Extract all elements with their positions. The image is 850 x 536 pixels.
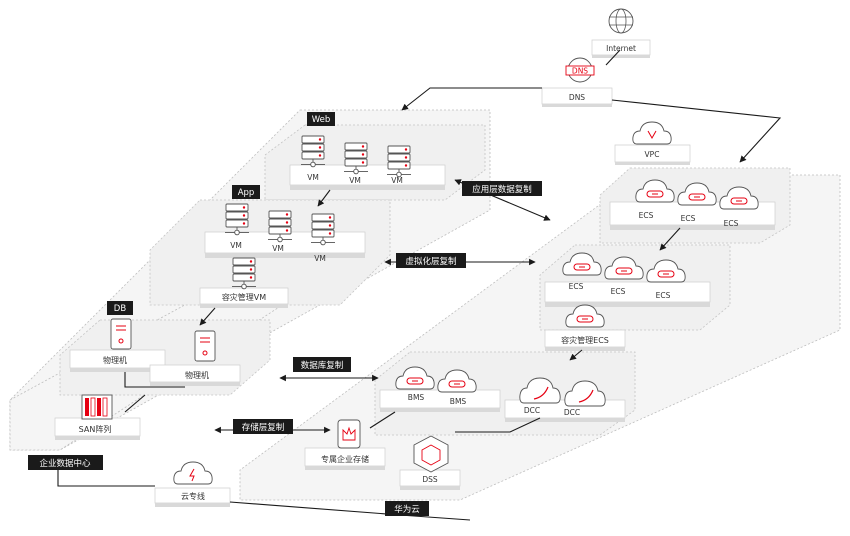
- cube-icon: [413, 435, 449, 473]
- vm-label: VM: [391, 176, 403, 185]
- dns-icon: DNS: [565, 57, 595, 83]
- ecs-label: ECS: [724, 219, 739, 228]
- physical-san-link: [124, 394, 146, 413]
- drvm-db-link: [199, 307, 216, 326]
- virtualization-replication-label: 虚拟化层复制: [405, 256, 456, 267]
- huawei-cloud-bg: [385, 501, 429, 516]
- huawei-cloud-label: 华为云: [394, 504, 420, 515]
- dns-label: DNS: [569, 93, 585, 102]
- document-server-icon: [194, 330, 216, 362]
- virtualization-replication-bg: [396, 253, 466, 268]
- vm-label: VM: [272, 244, 284, 253]
- app-tag: App: [238, 188, 255, 198]
- app-tag-bg: [232, 185, 260, 199]
- dedicated-storage-label: 专属企业存储: [321, 454, 369, 464]
- ecs-label: ECS: [656, 291, 671, 300]
- db-replication-bg: [293, 357, 351, 372]
- dns-web-link: [401, 87, 542, 111]
- internet-label: Internet: [606, 44, 636, 53]
- vpc-icon: [632, 121, 672, 145]
- drecs-bms-link: [569, 349, 583, 361]
- dc-cloudline-link: [57, 470, 155, 487]
- web-tag: Web: [312, 115, 331, 125]
- physical-link: [124, 372, 185, 388]
- cloud-line-label: 云专线: [181, 491, 205, 501]
- ecs-label: ECS: [639, 211, 654, 220]
- dr-ecs-label: 容灾管理ECS: [561, 335, 609, 345]
- crown-icon: [337, 419, 361, 449]
- ecs-label: ECS: [611, 287, 626, 296]
- web-tag-bg: [307, 112, 335, 126]
- vm-label: VM: [349, 176, 361, 185]
- storage-replication-label: 存储层复制: [242, 422, 285, 433]
- san-array-icon: [81, 394, 113, 420]
- enterprise-dc-label: 企业数据中心: [39, 458, 91, 469]
- app-replication-bg: [462, 181, 542, 196]
- ecs-ecs-link: [659, 227, 681, 251]
- document-server-icon: [110, 318, 132, 350]
- globe-icon: [608, 8, 634, 34]
- dns-vpc-link: [611, 99, 782, 163]
- dss-label: DSS: [422, 475, 438, 484]
- ecs-label: ECS: [681, 214, 696, 223]
- dcc-label: DCC: [524, 406, 540, 415]
- db-replication-label: 数据库复制: [301, 360, 344, 371]
- bms-label: BMS: [450, 397, 467, 406]
- internet-dns-link: [605, 49, 621, 66]
- san-label: SAN阵列: [79, 424, 112, 434]
- db-tag-bg: [107, 301, 133, 315]
- bms-storage-link: [369, 411, 396, 429]
- bolt-icon: [173, 461, 213, 485]
- bms-label: BMS: [408, 393, 425, 402]
- storage-replication-bg: [233, 419, 293, 434]
- db-tag: DB: [114, 304, 127, 314]
- physical-label: 物理机: [103, 355, 127, 365]
- vm-label: VM: [314, 254, 326, 263]
- dcc-dss-link: [455, 417, 541, 433]
- ecs-label: ECS: [569, 282, 584, 291]
- cloudline-huawei-link: [229, 501, 471, 521]
- vm-label: VM: [230, 241, 242, 250]
- vm-label: VM: [307, 173, 319, 182]
- vpc-label: VPC: [645, 150, 660, 159]
- dr-vm-label: 容灾管理VM: [222, 292, 266, 302]
- app-replication-label: 应用层数据复制: [472, 184, 532, 195]
- dcc-label: DCC: [564, 408, 580, 417]
- enterprise-dc-bg: [28, 455, 103, 470]
- web-app-link: [317, 189, 331, 207]
- svg-text:DNS: DNS: [572, 67, 588, 76]
- physical-label: 物理机: [185, 370, 209, 380]
